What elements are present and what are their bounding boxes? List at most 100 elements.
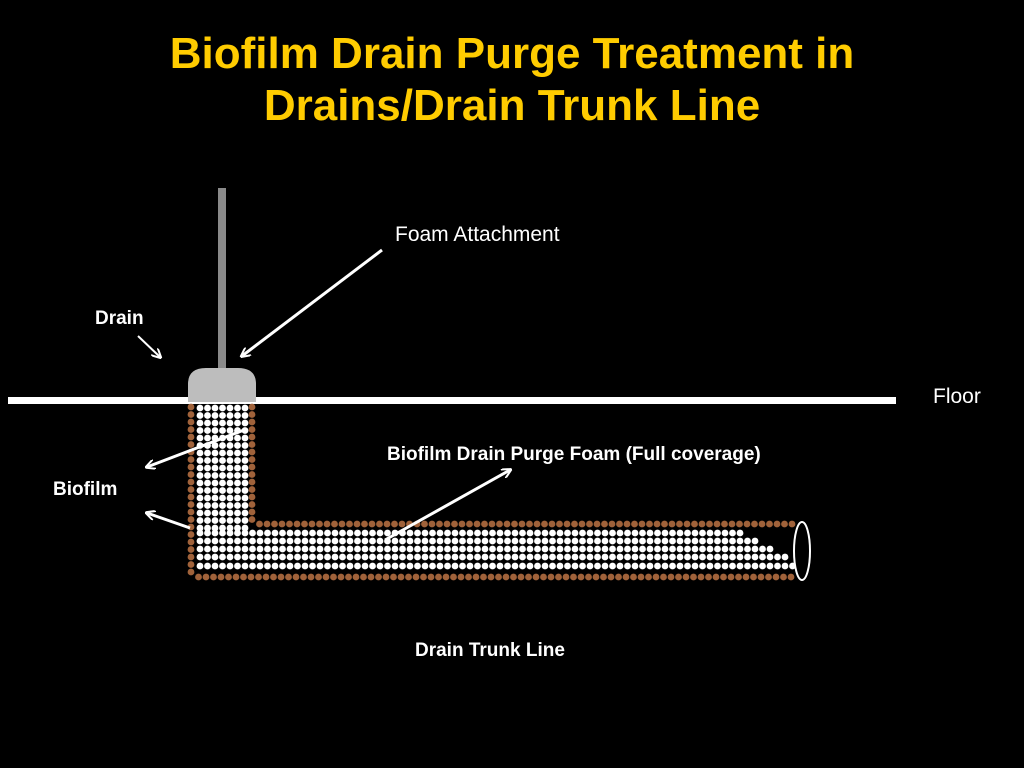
foam-dot <box>354 529 361 537</box>
biofilm-dot <box>421 520 428 528</box>
foam-dot <box>301 545 309 553</box>
foam-dot <box>744 562 751 570</box>
biofilm-dot <box>187 463 195 471</box>
foam-dot <box>579 553 586 561</box>
foam-dot <box>466 545 474 553</box>
biofilm-arrow-lower <box>147 513 191 530</box>
foam-dot <box>339 553 346 561</box>
biofilm-dot <box>277 573 285 581</box>
foam-dot <box>736 537 744 545</box>
biofilm-dot <box>615 573 622 581</box>
foam-dot <box>211 553 219 561</box>
foam-dot <box>204 509 211 517</box>
biofilm-dot <box>690 573 697 581</box>
foam-dot <box>579 529 586 537</box>
foam-dot <box>459 562 466 570</box>
biofilm-dot <box>187 516 195 523</box>
foam-dot <box>369 562 376 570</box>
biofilm-dot <box>398 520 406 528</box>
biofilm-dot <box>263 520 271 528</box>
foam-dot <box>226 487 234 494</box>
biofilm-dot <box>361 520 368 528</box>
foam-dot <box>541 529 549 537</box>
foam-dot <box>316 529 324 537</box>
biofilm-dot <box>443 520 451 528</box>
biofilm-dot <box>187 493 195 501</box>
biofilm-dot <box>187 478 195 486</box>
biofilm-dot <box>607 573 615 581</box>
biofilm-dot <box>285 573 292 581</box>
biofilm-dot <box>376 520 383 528</box>
biofilm-dot <box>187 426 195 433</box>
foam-dot <box>226 524 234 532</box>
biofilm-dot <box>480 573 487 581</box>
foam-dot <box>346 545 354 553</box>
foam-dot <box>721 553 729 561</box>
foam-dot <box>301 562 309 570</box>
biofilm-dot <box>728 520 736 528</box>
foam-dot <box>331 562 339 570</box>
biofilm-dot <box>428 520 436 528</box>
foam-dot <box>519 537 526 545</box>
foam-dot <box>489 545 496 553</box>
foam-dot <box>594 545 601 553</box>
foam-dot <box>781 553 789 561</box>
foam-dot <box>399 545 406 553</box>
foam-dot <box>661 562 669 570</box>
biofilm-dot <box>683 520 691 528</box>
foam-dot <box>256 529 264 537</box>
biofilm-dot <box>248 516 256 523</box>
foam-dot <box>601 529 609 537</box>
foam-dot <box>616 553 624 561</box>
foam-dot <box>684 553 691 561</box>
foam-dot <box>504 545 511 553</box>
foam-dot <box>766 562 774 570</box>
foam-dot <box>256 537 264 545</box>
foam-dot <box>676 529 684 537</box>
foam-dot <box>399 553 406 561</box>
biofilm-dot <box>540 573 547 581</box>
foam-dot <box>204 494 211 502</box>
foam-dot <box>526 529 534 537</box>
biofilm-dot <box>526 520 533 528</box>
biofilm-dot <box>571 520 578 528</box>
biofilm-dot <box>435 573 442 581</box>
foam-dot <box>684 537 691 545</box>
foam-dot <box>391 537 399 545</box>
foam-dot <box>339 545 346 553</box>
foam-dot <box>699 537 706 545</box>
foam-dot <box>406 562 414 570</box>
foam-dot <box>676 537 684 545</box>
foam-dot <box>736 545 744 553</box>
foam-dot <box>271 553 279 561</box>
biofilm-dot <box>623 520 631 528</box>
foam-dot <box>586 545 594 553</box>
foam-dot <box>196 457 204 464</box>
foam-dot <box>444 553 451 561</box>
foam-dot <box>444 545 451 553</box>
slide-title: Biofilm Drain Purge Treatment in Drains/… <box>0 28 1024 132</box>
biofilm-dot <box>743 520 751 528</box>
biofilm-dot <box>773 520 781 528</box>
foam-dot <box>219 537 226 545</box>
foam-dot <box>504 562 511 570</box>
biofilm-dot <box>278 520 286 528</box>
biofilm-dot <box>600 573 607 581</box>
foam-dot <box>234 457 241 464</box>
biofilm-dot <box>232 573 240 581</box>
foam-dot <box>744 545 751 553</box>
biofilm-dot <box>195 573 202 581</box>
foam-dot <box>714 529 721 537</box>
foam-dot <box>219 479 226 487</box>
foam-dot <box>234 494 241 502</box>
foam-dot <box>219 419 226 427</box>
foam-dot <box>729 545 736 553</box>
foam-dot <box>654 553 661 561</box>
foam-dot <box>331 529 339 537</box>
foam-dot <box>549 537 556 545</box>
biofilm-layer <box>187 403 796 581</box>
foam-dot <box>241 502 249 509</box>
foam-dot <box>241 419 249 427</box>
foam-dot <box>706 537 714 545</box>
foam-dot <box>256 545 264 553</box>
